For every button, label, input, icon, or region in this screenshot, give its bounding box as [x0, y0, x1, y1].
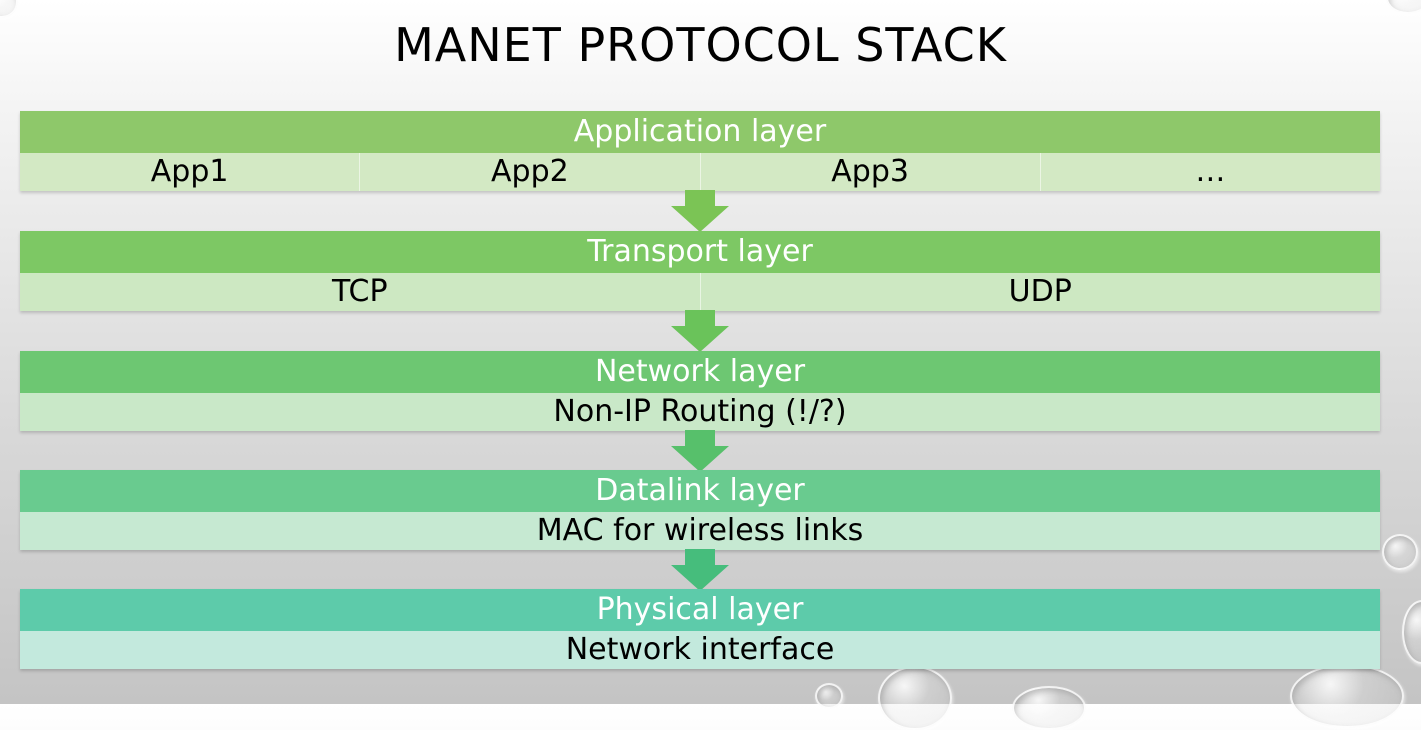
- water-drop-decoration: [0, 0, 18, 18]
- layer-body: TCP UDP: [20, 273, 1380, 311]
- down-arrow-icon: [671, 310, 729, 352]
- water-drop-decoration: [815, 683, 843, 709]
- layer-header: Physical layer: [20, 589, 1380, 631]
- protocol-cell-tcp: TCP: [331, 274, 388, 309]
- transport-layer-box: Transport layer TCP UDP: [20, 231, 1380, 311]
- layer-header: Transport layer: [20, 231, 1380, 273]
- down-arrow-icon: [671, 430, 729, 472]
- layer-header: Application layer: [20, 111, 1380, 153]
- down-arrow-icon: [671, 190, 729, 232]
- water-drop-decoration: [1290, 664, 1404, 728]
- layer-header: Datalink layer: [20, 470, 1380, 512]
- slide-title: MANET PROTOCOL STACK: [394, 18, 1007, 72]
- application-layer-box: Application layer App1 App2 App3 …: [20, 111, 1380, 191]
- layer-body: MAC for wireless links: [20, 512, 1380, 550]
- datalink-layer-box: Datalink layer MAC for wireless links: [20, 470, 1380, 550]
- layer-body: Network interface: [20, 631, 1380, 669]
- water-drop-decoration: [1402, 600, 1421, 664]
- protocol-cell-routing: Non-IP Routing (!/?): [553, 394, 847, 429]
- water-drop-decoration: [1386, 0, 1421, 14]
- protocol-cell-more: …: [1039, 153, 1380, 191]
- layer-body: Non-IP Routing (!/?): [20, 393, 1380, 431]
- protocol-cell-app2: App2: [359, 153, 699, 191]
- network-layer-box: Network layer Non-IP Routing (!/?): [20, 351, 1380, 431]
- water-drop-decoration: [1382, 534, 1418, 570]
- protocol-cell-app1: App1: [150, 154, 229, 189]
- protocol-cell-mac: MAC for wireless links: [536, 513, 864, 548]
- water-drop-decoration: [878, 666, 952, 730]
- layer-header: Network layer: [20, 351, 1380, 393]
- protocol-cell-udp: UDP: [699, 273, 1381, 311]
- protocol-cell-app3: App3: [699, 153, 1040, 191]
- down-arrow-icon: [671, 549, 729, 591]
- layer-body: App1 App2 App3 …: [20, 153, 1380, 191]
- protocol-cell-interface: Network interface: [565, 632, 835, 667]
- physical-layer-box: Physical layer Network interface: [20, 589, 1380, 669]
- water-drop-decoration: [1012, 686, 1086, 730]
